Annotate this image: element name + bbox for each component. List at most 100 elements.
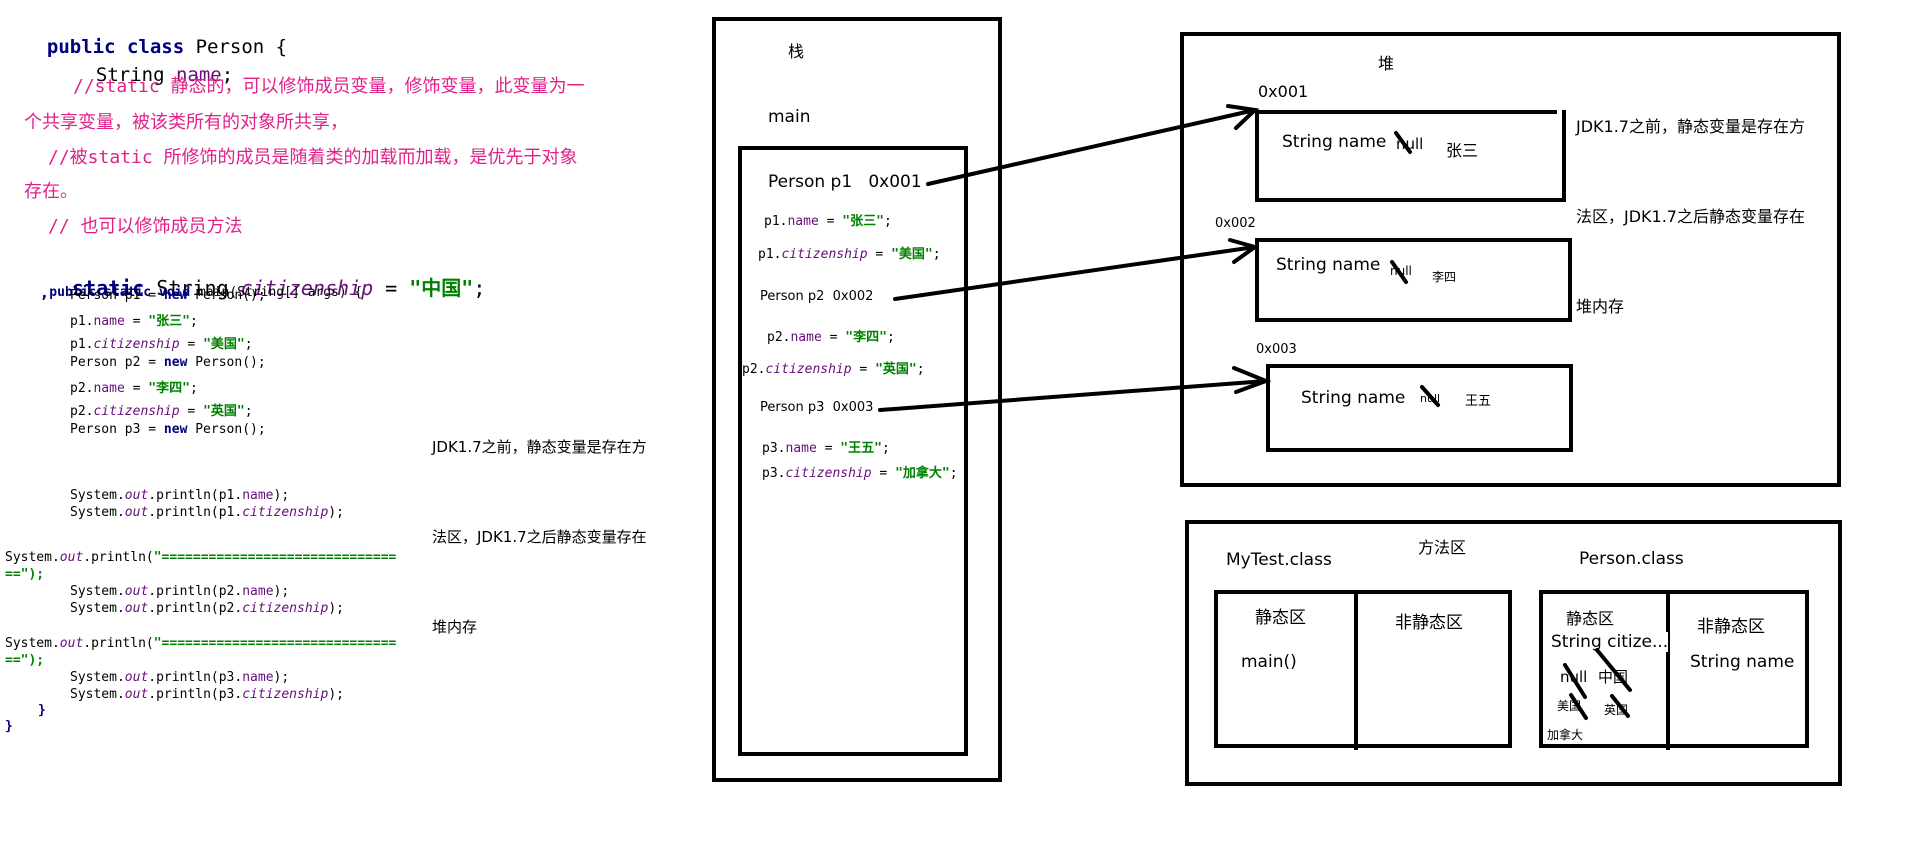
stray-comma: , <box>39 283 50 302</box>
code-text: ; <box>189 314 198 329</box>
field-out: out <box>59 636 84 651</box>
field-name: name <box>242 488 274 503</box>
field-out: out <box>124 670 149 685</box>
code-text: ; <box>883 214 892 229</box>
person-static-field: String citize... <box>1551 632 1669 652</box>
heap-obj3-field: String name <box>1301 388 1406 408</box>
heap-obj1-field: String name <box>1282 132 1387 152</box>
person-class-label: Person.class <box>1579 549 1684 569</box>
code-text: ); <box>273 670 290 685</box>
code-text: ; <box>886 330 895 345</box>
mytest-nonstatic-zone: 非静态区 <box>1395 613 1463 633</box>
code-text: System. <box>5 550 60 565</box>
string-value: "美国" <box>891 247 933 262</box>
code-println-p3-name: System.out.println(p3.name); <box>70 670 289 685</box>
code-separator-end-1: =="); <box>5 567 45 582</box>
field-citizenship: citizenship <box>242 505 329 520</box>
code-text: p1. <box>764 214 788 229</box>
code-text: .println( <box>83 636 154 651</box>
code-text: p2. <box>218 584 243 599</box>
heap-obj1-top-edge <box>1255 110 1557 114</box>
method-area-title: 方法区 <box>1418 538 1467 557</box>
field-citizenship: citizenship <box>240 276 374 300</box>
code-text: Person(); <box>187 422 266 437</box>
code-text: p2. <box>742 362 766 377</box>
code-text: = <box>179 337 204 352</box>
code-text: System. <box>70 505 125 520</box>
note-line: 堆内存 <box>432 618 478 636</box>
code-text: System. <box>70 584 125 599</box>
heap-obj3-null: null <box>1420 392 1441 405</box>
code-println-p1-citizenship: System.out.println(p1.citizenship); <box>70 505 344 520</box>
mytest-class-label: MyTest.class <box>1226 550 1332 570</box>
comment-static-line3: // 也可以修饰成员方法 <box>48 216 243 237</box>
jdk-note-left: JDK1.7之前，静态变量是存在方 法区，JDK1.7之后静态变量存在 堆内存 <box>432 372 647 672</box>
code-text: Person p1 = <box>70 288 164 303</box>
field-name: name <box>93 314 125 329</box>
string-value: "============================== <box>153 550 397 565</box>
code-text: p2. <box>70 381 94 396</box>
heap-obj2-null: null <box>1390 264 1412 278</box>
type-string: String <box>95 64 176 86</box>
field-name: name <box>242 670 274 685</box>
address-label: 0x001 <box>868 172 922 192</box>
code-text: = <box>816 441 841 456</box>
note-line: 法区，JDK1.7之后静态变量存在 <box>432 528 647 546</box>
code-text: = <box>818 214 843 229</box>
person-cit-canada: 加拿大 <box>1547 728 1584 742</box>
field-citizenship: citizenship <box>765 362 852 377</box>
close-brace-class: } <box>5 719 13 734</box>
field-citizenship: citizenship <box>242 687 329 702</box>
var-label: Person p1 <box>768 172 853 192</box>
code-text: System. <box>70 488 125 503</box>
jdk-note-heap: JDK1.7之前，静态变量是存在方 法区，JDK1.7之后静态变量存在 堆内存 <box>1576 52 1807 352</box>
stack-p2-name: p2.name = "李四"; <box>767 326 895 345</box>
stack-p3-name: p3.name = "王五"; <box>762 437 890 456</box>
code-println-p3-citizenship: System.out.println(p3.citizenship); <box>70 687 344 702</box>
code-text: System. <box>70 687 125 702</box>
stack-p3-citizenship: p3.citizenship = "加拿大"; <box>762 462 958 481</box>
semicolon: ; <box>221 64 234 86</box>
code-line-new-p3: Person p3 = new Person(); <box>70 422 266 437</box>
heap-obj2-box <box>1255 238 1572 322</box>
mytest-main-method: main() <box>1241 652 1297 672</box>
main-method-name: main(String[] args) { <box>190 285 363 300</box>
string-value: "加拿大" <box>895 466 950 481</box>
code-text: ); <box>273 584 290 599</box>
code-text: Person p2 = <box>70 355 164 370</box>
var-label: Person p3 <box>760 400 825 415</box>
code-text: System. <box>70 670 125 685</box>
code-text: p1. <box>70 337 94 352</box>
keyword-public-static-void: public static void <box>49 285 191 300</box>
code-text: = <box>179 404 204 419</box>
type-string: String <box>144 276 241 300</box>
code-text: .println( <box>148 601 219 616</box>
code-text: p1. <box>70 314 94 329</box>
stack-p2-ref: Person p2 0x002 <box>760 289 873 304</box>
code-text: ); <box>273 488 290 503</box>
code-text: System. <box>5 636 60 651</box>
code-text: ; <box>189 381 198 396</box>
heap-obj2-value: 李四 <box>1432 270 1457 284</box>
class-name-person: Person { <box>184 36 288 58</box>
code-separator-end-2: =="); <box>5 653 45 668</box>
field-out: out <box>124 488 149 503</box>
stack-title: 栈 <box>788 42 805 61</box>
code-text: .println( <box>148 670 219 685</box>
code-println-p1-name: System.out.println(p1.name); <box>70 488 289 503</box>
note-line: 法区，JDK1.7之后静态变量存在 <box>1576 207 1805 226</box>
main-frame-box <box>738 146 968 756</box>
field-name: name <box>242 584 274 599</box>
stack-p2-citizenship: p2.citizenship = "英国"; <box>742 358 925 377</box>
address-label: 0x003 <box>832 400 874 415</box>
code-println-separator-2: System.out.println("====================… <box>5 636 396 651</box>
field-out: out <box>124 601 149 616</box>
code-line-new-p1: Person p1 = new Person(); <box>70 288 266 303</box>
field-citizenship: citizenship <box>93 404 180 419</box>
stack-frame-label: main <box>768 107 811 127</box>
note-line: 堆内存 <box>1576 297 1625 316</box>
person-cit-china: 中国 <box>1598 668 1629 686</box>
field-citizenship: citizenship <box>242 601 329 616</box>
keyword-static: static <box>72 276 145 300</box>
code-line-p2-citizenship: p2.citizenship = "英国"; <box>70 400 253 419</box>
